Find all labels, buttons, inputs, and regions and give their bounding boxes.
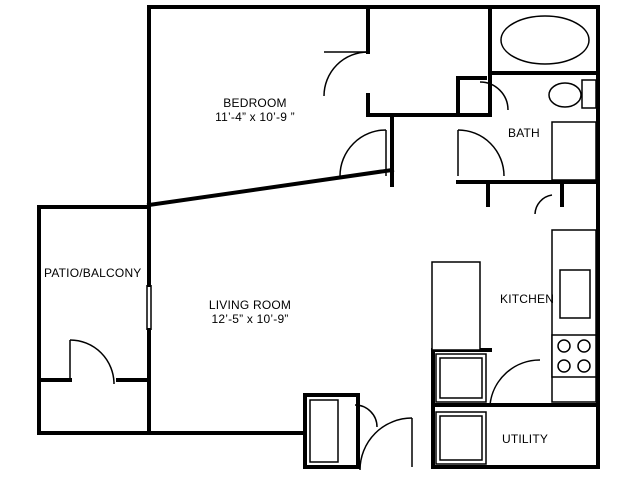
- utility-label: UTILITY: [502, 432, 549, 446]
- interior-walls: [37, 5, 600, 469]
- living-room-dims: 12’-5” x 10’-9”: [211, 312, 289, 326]
- toilet: [548, 79, 597, 109]
- door-swings: [69, 51, 553, 471]
- kitchen-island: [431, 261, 481, 351]
- stove-burners: [551, 334, 597, 378]
- washer-dryer: [435, 411, 487, 465]
- sliding-door: [146, 285, 152, 330]
- bedroom-label: BEDROOM 11’-4” x 10’-9 ”: [180, 96, 330, 124]
- living-room-label: LIVING ROOM 12’-5” x 10’-9”: [170, 298, 330, 326]
- kitchen-sink: [559, 269, 591, 319]
- living-room-name: LIVING ROOM: [208, 298, 292, 312]
- bedroom-dims: 11’-4” x 10’-9 ”: [215, 110, 295, 124]
- bath-label: BATH: [508, 126, 540, 140]
- bedroom-name: BEDROOM: [223, 96, 287, 110]
- bath-vanity: [551, 121, 597, 181]
- refrigerator: [435, 353, 487, 403]
- exterior-walls: [37, 5, 600, 469]
- kitchen-label: KITCHEN: [500, 292, 555, 306]
- patio-label: PATIO/BALCONY: [44, 266, 142, 280]
- entry-closet: [303, 393, 360, 469]
- bathtub: [500, 15, 590, 65]
